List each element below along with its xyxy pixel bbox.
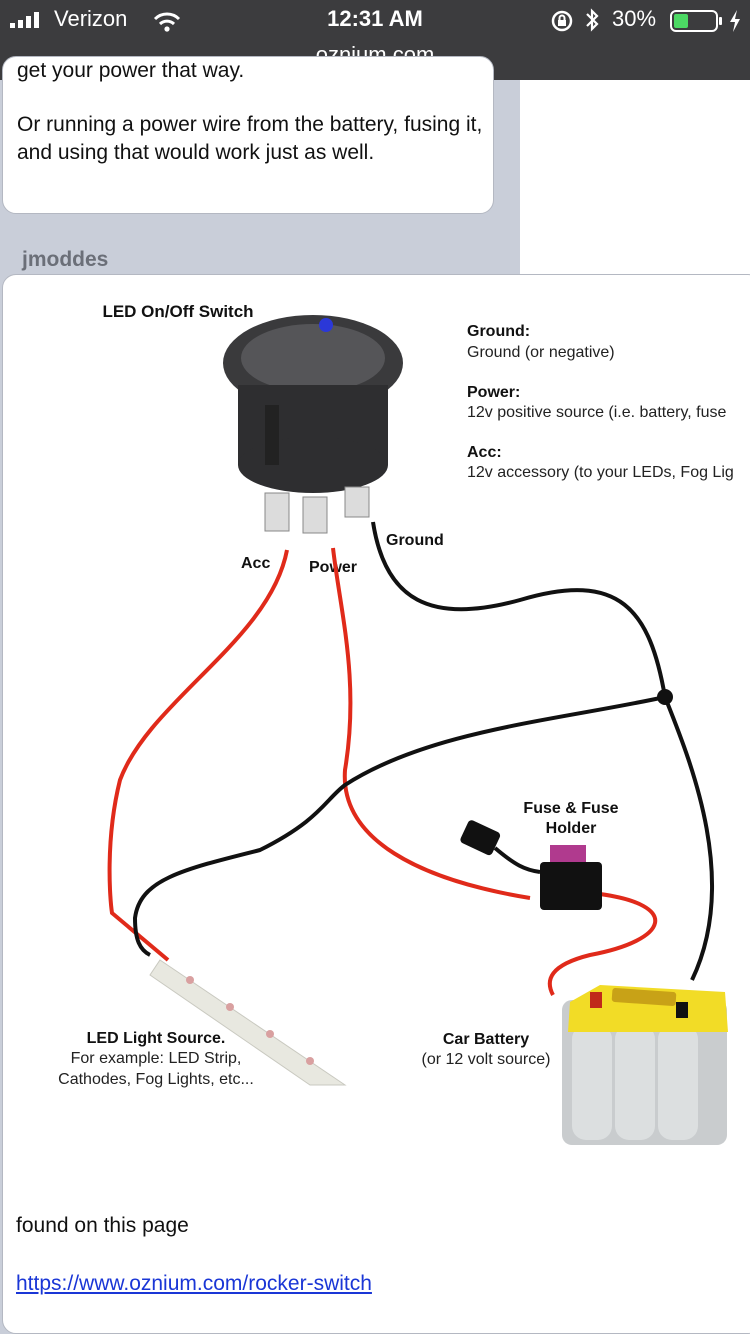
- wiring-diagram: LED On/Off Switch Ground: Ground (or neg…: [58, 302, 734, 1145]
- previous-post: get your power that way. Or running a po…: [2, 56, 494, 214]
- wire-label-acc: Acc: [241, 555, 270, 572]
- ground-wire: [371, 521, 714, 981]
- legend-ground-title: Ground:: [467, 323, 530, 340]
- legend-power-desc: 12v positive source (i.e. battery, fuse: [467, 404, 726, 421]
- post-text-cut: get your power that way.: [17, 59, 245, 82]
- wifi-icon: [153, 12, 181, 32]
- post-text: Or running a power wire from the battery…: [17, 113, 483, 164]
- legend-acc-desc: 12v accessory (to your LEDs, Fog Lig: [467, 464, 734, 481]
- legend-power-title: Power:: [467, 384, 520, 401]
- power-wire: [331, 547, 531, 900]
- car-battery: [562, 985, 728, 1145]
- fuse-label-1: Fuse & Fuse: [523, 800, 618, 817]
- clock: 12:31 AM: [327, 6, 423, 31]
- switch-title: LED On/Off Switch: [102, 302, 253, 321]
- rocker-switch: [223, 315, 403, 534]
- source-link[interactable]: https://www.oznium.com/rocker-switch: [16, 1272, 372, 1295]
- ground-junction: [657, 689, 673, 705]
- bluetooth-icon: [586, 8, 599, 32]
- rotation-lock-icon: [551, 10, 573, 32]
- battery-desc: (or 12 volt source): [422, 1051, 551, 1068]
- fuse-holder: [460, 820, 602, 910]
- carrier-label: Verizon: [54, 6, 128, 31]
- legend-ground-desc: Ground (or negative): [467, 344, 615, 361]
- post-username[interactable]: jmoddes: [22, 248, 109, 271]
- fuse-label-2: Holder: [546, 820, 597, 837]
- acc-wire: [107, 549, 289, 962]
- charging-bolt-icon: [730, 10, 740, 32]
- fuse-to-battery-wire: [547, 892, 658, 996]
- led-desc-1: For example: LED Strip,: [71, 1050, 242, 1067]
- battery-title: Car Battery: [443, 1031, 529, 1048]
- led-ground-wire: [132, 695, 666, 957]
- wire-label-power: Power: [309, 559, 357, 576]
- found-text: found on this page: [16, 1214, 189, 1237]
- legend-acc-title: Acc:: [467, 444, 502, 461]
- battery-icon: [670, 10, 722, 32]
- led-desc-2: Cathodes, Fog Lights, etc...: [58, 1071, 254, 1088]
- battery-percent: 30%: [612, 6, 657, 31]
- signal-icon: [10, 12, 39, 28]
- led-strip: [149, 959, 347, 1086]
- wire-label-ground: Ground: [386, 532, 444, 549]
- led-title: LED Light Source.: [87, 1030, 226, 1047]
